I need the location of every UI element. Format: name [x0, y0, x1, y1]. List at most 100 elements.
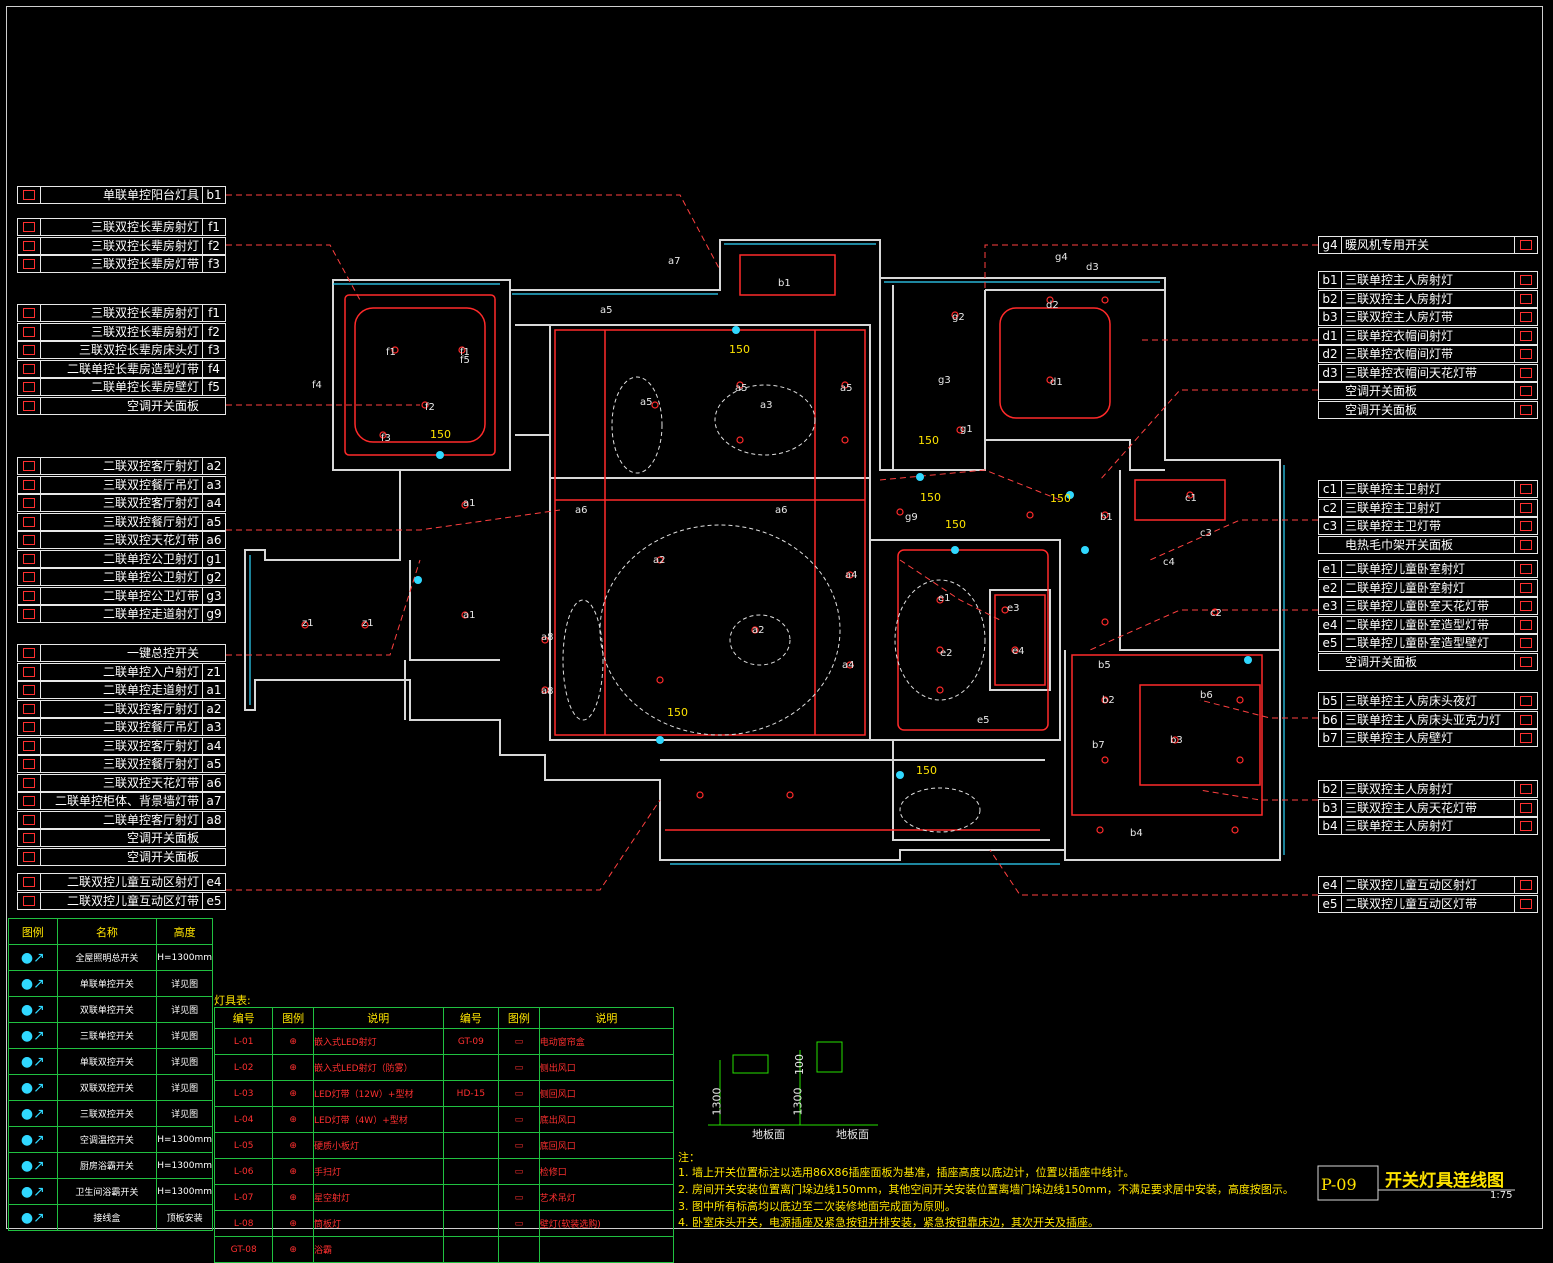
legend-name: 一键总控开关: [126, 646, 199, 660]
switch-icon: [1514, 383, 1537, 399]
legend-name: 三联双控长辈房射灯: [90, 220, 199, 234]
circuit-label: a5: [600, 305, 613, 316]
spotlight-point: [841, 381, 849, 389]
legend-name: 二联双控儿童互动区灯带: [66, 893, 199, 908]
legend-name: 三联单控主卫灯带: [1345, 519, 1442, 533]
legend-name: 三联单控儿童卧室天花灯带: [1345, 599, 1490, 613]
switch-icon: [18, 342, 41, 358]
fixture-header: 说明: [312, 1007, 444, 1029]
switch-icon: [1514, 518, 1537, 534]
switch-icon: [18, 719, 41, 735]
legend-code: b2: [1319, 781, 1342, 797]
floor-label-2: 地板面: [836, 1128, 869, 1141]
spotlight-point: [1236, 696, 1244, 704]
switch-icon: [18, 187, 41, 203]
circuit-label: e4: [1012, 646, 1025, 657]
legend-name: 二联单控入户射灯: [102, 664, 199, 679]
circuit-label: b4: [1130, 828, 1143, 839]
legend-code: a7: [202, 793, 225, 809]
circuit-label: a1: [463, 610, 476, 621]
fixture-code-right: GT-09: [442, 1028, 500, 1055]
fixture-symbol-icon: ⊕: [272, 1184, 314, 1211]
spotlight-point: [656, 676, 664, 684]
note-1: 1. 墙上开关位置标注以选用86X86插座面板为基准，插座高度以底边计，位置以插…: [678, 1166, 1135, 1179]
col-legend: 图例: [8, 918, 58, 945]
spotlight-symbols: [301, 296, 1244, 834]
fixture-code: L-04: [213, 1106, 274, 1133]
fixture-code: L-06: [213, 1158, 274, 1185]
right-legend-row: 电热毛巾架开关面板: [1318, 535, 1538, 554]
legend-name: 三联单控主人房壁灯: [1345, 731, 1454, 745]
dim-1300-a: 1300: [710, 1087, 724, 1116]
circuit-label: a4: [845, 570, 858, 581]
switch-icon: [1514, 579, 1537, 596]
switch-icon: [1514, 616, 1537, 633]
switch-name: 接线盒: [56, 1204, 158, 1231]
title-block: [1317, 1165, 1515, 1201]
fixture-code-right: [442, 1158, 500, 1185]
legend-code: a2: [202, 458, 225, 474]
spotlight-point: [1026, 511, 1034, 519]
circuit-label: b2: [1102, 695, 1115, 706]
switch-row: ●↗三联单控开关详见图: [8, 1022, 213, 1049]
right-legend-row: 空调开关面板: [1318, 382, 1538, 400]
switch-icon: ●↗: [8, 1178, 58, 1205]
fixture-code: L-01: [213, 1028, 274, 1055]
switch-icon: [1514, 561, 1537, 577]
legend-name: 三联单控主卫射灯: [1345, 500, 1442, 515]
circuit-label: f3: [381, 433, 391, 444]
spotlight-point: [751, 626, 759, 634]
switch-icon: [18, 495, 41, 511]
legend-name: 三联双控客厅射灯: [102, 496, 199, 510]
right-legend-row: 空调开关面板: [1318, 400, 1538, 419]
fixture-desc-right: [538, 1236, 675, 1263]
circuit-label: c1: [1185, 493, 1197, 504]
switch-icon: [1514, 401, 1537, 418]
switch-height: 详见图: [156, 1022, 213, 1049]
notes-title: 注：: [678, 1151, 700, 1164]
dimension-150: 150: [945, 518, 966, 531]
circuit-label: b6: [1200, 690, 1213, 701]
switch-height: H=1300mm: [156, 1178, 213, 1205]
circuit-label: d2: [1046, 300, 1059, 311]
spotlight-point: [956, 426, 964, 434]
switch-icon: [18, 360, 41, 377]
legend-code: a3: [202, 719, 225, 735]
circuit-label: a2: [653, 555, 666, 566]
fixture-code-right: [442, 1054, 500, 1081]
legend-name: 三联双控餐厅吊灯: [102, 477, 199, 492]
switch-icon: ●↗: [8, 1204, 58, 1231]
switch-icon: [18, 237, 41, 254]
legend-name: 三联单控主人房射灯: [1345, 819, 1454, 833]
circuit-label: a5: [735, 383, 748, 394]
legend-code: e5: [1319, 895, 1342, 912]
fixture-desc: 浴霸: [312, 1236, 444, 1263]
legend-code: d2: [1319, 346, 1342, 362]
furniture: [562, 376, 986, 833]
legend-name: 二联单控柜体、背景墙灯带: [54, 794, 199, 808]
switch-height: 详见图: [156, 996, 213, 1023]
switch-row: ●↗双联双控开关详见图: [8, 1074, 213, 1101]
switch-point: [414, 576, 422, 584]
fixture-code-right: HD-15: [442, 1080, 500, 1107]
spotlight-point: [936, 646, 944, 654]
legend-name: 三联双控主人房天花灯带: [1345, 800, 1478, 815]
legend-code: a8: [202, 811, 225, 828]
switch-point: [951, 546, 959, 554]
spotlight-point: [1011, 646, 1019, 654]
note-4: 4. 卧室床头开关，电源插座及紧急按钮并排安装，紧急按钮靠床边，其次开关及插座。: [678, 1216, 1099, 1229]
legend-code: a1: [202, 682, 225, 698]
fixture-symbol-icon: ⊕: [272, 1080, 314, 1107]
legend-code: c2: [1319, 499, 1342, 516]
fixture-symbol-icon: ⊕: [272, 1132, 314, 1159]
legend-code: a4: [202, 737, 225, 754]
